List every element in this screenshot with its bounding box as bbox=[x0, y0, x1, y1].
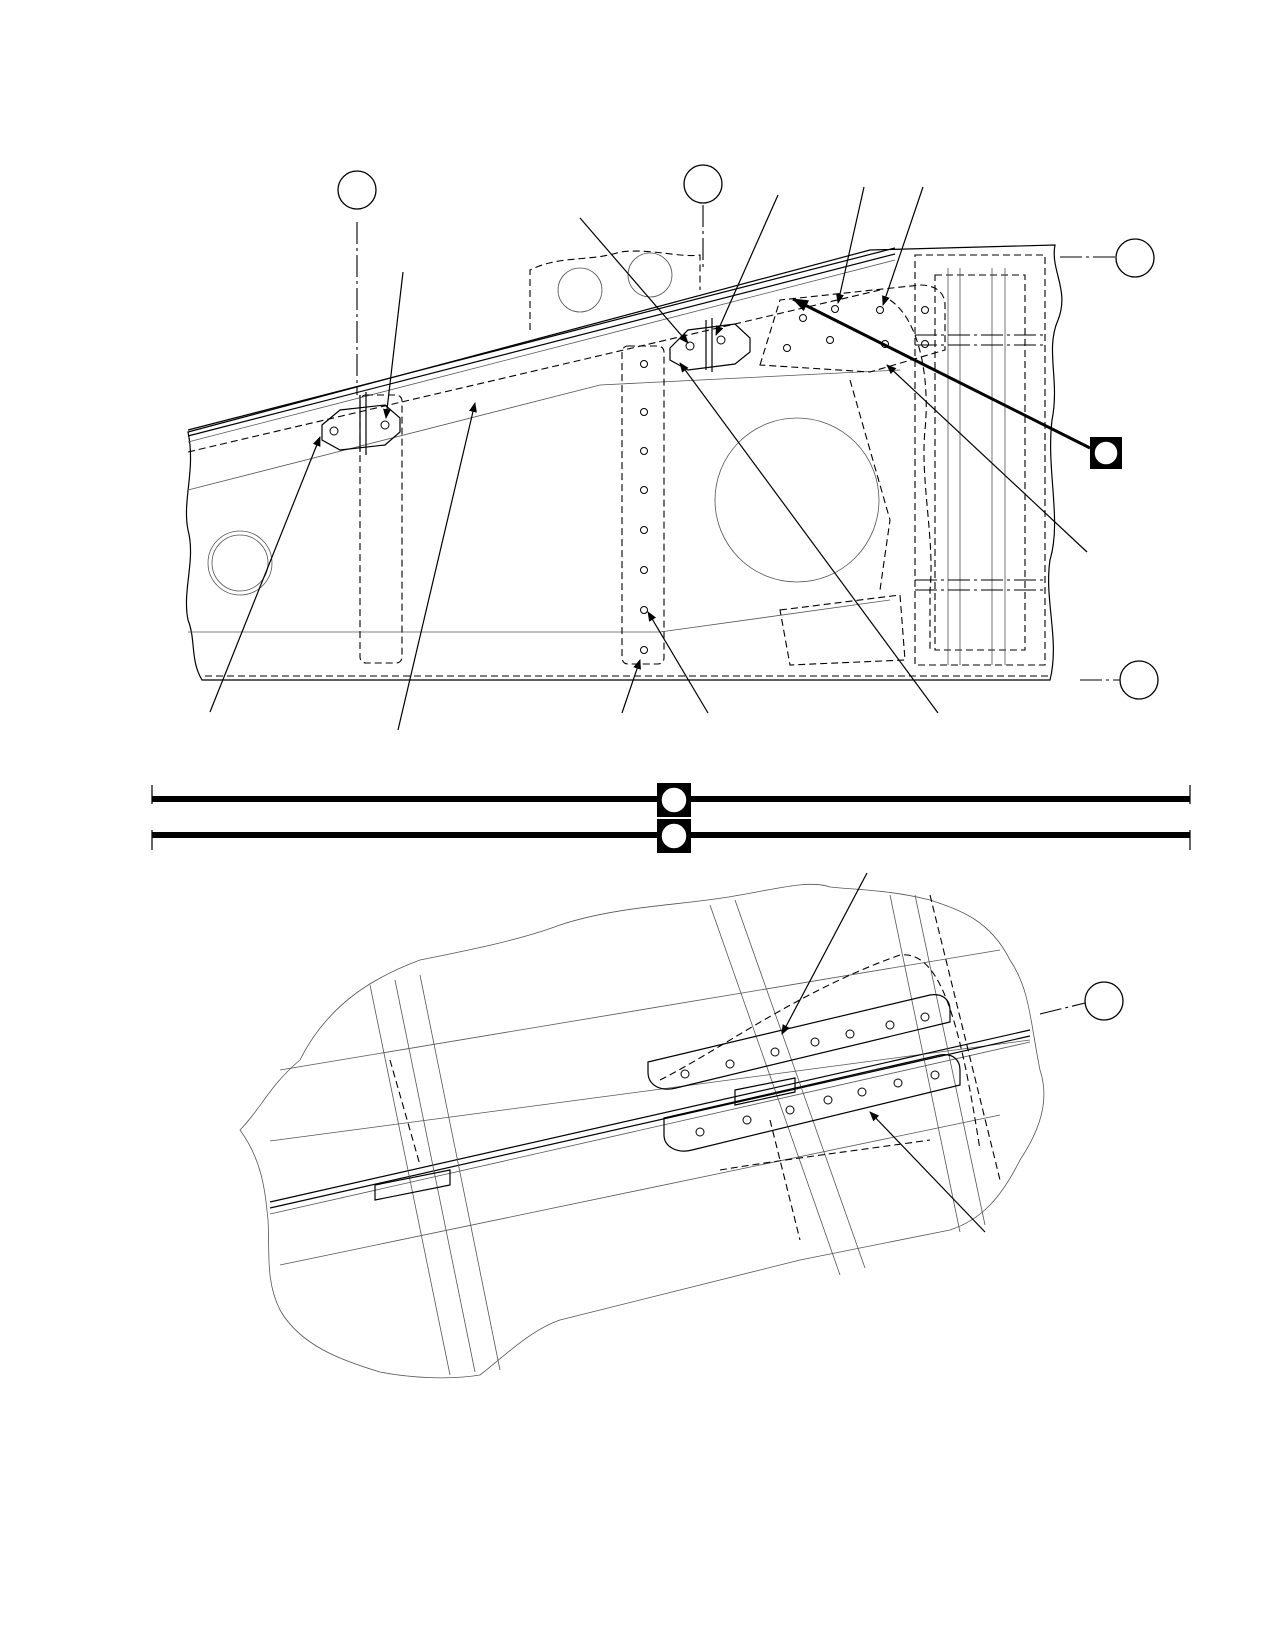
upper-view bbox=[185, 164, 1159, 731]
lower-hidden-line-4 bbox=[769, 1119, 801, 1241]
lower-view bbox=[239, 872, 1124, 1379]
riveted-strap bbox=[621, 345, 665, 665]
section-cut-lines bbox=[151, 783, 1191, 853]
lower-leader-1 bbox=[781, 872, 868, 1035]
clip-center-hole-1 bbox=[685, 341, 695, 351]
upper-fitting-hole-2 bbox=[627, 252, 673, 298]
lower-hidden-line-2 bbox=[659, 954, 981, 1151]
clip-angle-left bbox=[359, 392, 367, 455]
lower-stringer-5 bbox=[279, 1114, 1001, 1266]
reference-bubble-1 bbox=[337, 170, 377, 210]
lower-doubler-lower-holes bbox=[695, 1070, 940, 1137]
lower-clip-center bbox=[734, 1077, 796, 1106]
lower-leader-2 bbox=[869, 1111, 986, 1233]
clip-fitting-left bbox=[321, 404, 401, 451]
lower-view-outline bbox=[239, 883, 1045, 1379]
doubler-rivets bbox=[783, 305, 929, 352]
lower-hidden-line-3 bbox=[719, 1139, 931, 1171]
frame-structure bbox=[779, 254, 1046, 666]
stringer-line bbox=[187, 369, 901, 491]
lower-doubler-lower bbox=[663, 1054, 961, 1152]
lower-phantom-line bbox=[1039, 1002, 1086, 1015]
lower-doubler-upper-holes bbox=[680, 1012, 930, 1079]
lower-frame-center bbox=[709, 899, 866, 1276]
clip-fitting-center bbox=[669, 323, 751, 371]
skin-upper-line-1 bbox=[187, 247, 896, 431]
lower-reference-bubble bbox=[1084, 981, 1124, 1021]
section-mark-2-circle bbox=[660, 822, 688, 850]
lightening-hole-center bbox=[714, 417, 880, 583]
lower-frame-left bbox=[369, 974, 501, 1376]
lower-frame-right bbox=[889, 894, 986, 1233]
clip-left-hole-1 bbox=[329, 426, 339, 436]
lower-stringer-2 bbox=[269, 1029, 1031, 1203]
clip-left-hole-2 bbox=[380, 420, 390, 430]
clip-center-hole-2 bbox=[716, 335, 726, 345]
direction-arrow bbox=[792, 297, 1091, 450]
lower-stringer-3 bbox=[269, 1035, 1031, 1209]
skin-upper-line-2 bbox=[187, 253, 896, 437]
lower-clip-left bbox=[374, 1169, 451, 1201]
lower-stringer-6 bbox=[279, 949, 1001, 1071]
reference-bubble-3 bbox=[1115, 238, 1155, 278]
doubler-plate bbox=[759, 284, 946, 373]
lightening-hole-left bbox=[207, 530, 273, 596]
lower-stringer-1 bbox=[269, 1039, 1031, 1142]
clip-angle-center bbox=[705, 318, 713, 372]
left-strap-dashed bbox=[359, 394, 403, 664]
upper-fitting-hole-1 bbox=[557, 267, 603, 313]
lower-hidden-line-1 bbox=[389, 1059, 421, 1166]
reference-bubble-4 bbox=[1119, 660, 1159, 700]
upper-view-outline bbox=[185, 244, 1063, 681]
upper-fitting-outline bbox=[529, 250, 701, 330]
lower-doubler-upper bbox=[647, 994, 951, 1090]
skin-dashed-line bbox=[187, 289, 881, 453]
leader-callouts bbox=[209, 186, 1088, 731]
skin-upper-line-3 bbox=[187, 259, 896, 443]
lower-hidden-line-5 bbox=[929, 894, 1001, 1181]
lower-contour-line bbox=[188, 599, 891, 633]
direction-tag-circle bbox=[1093, 440, 1119, 466]
section-mark-1-circle bbox=[660, 786, 688, 814]
strap-rivets bbox=[640, 360, 648, 654]
lightening-hole-left-inner bbox=[211, 534, 269, 592]
reference-bubble-2 bbox=[683, 164, 723, 204]
lower-stringer-4 bbox=[269, 1041, 1031, 1215]
